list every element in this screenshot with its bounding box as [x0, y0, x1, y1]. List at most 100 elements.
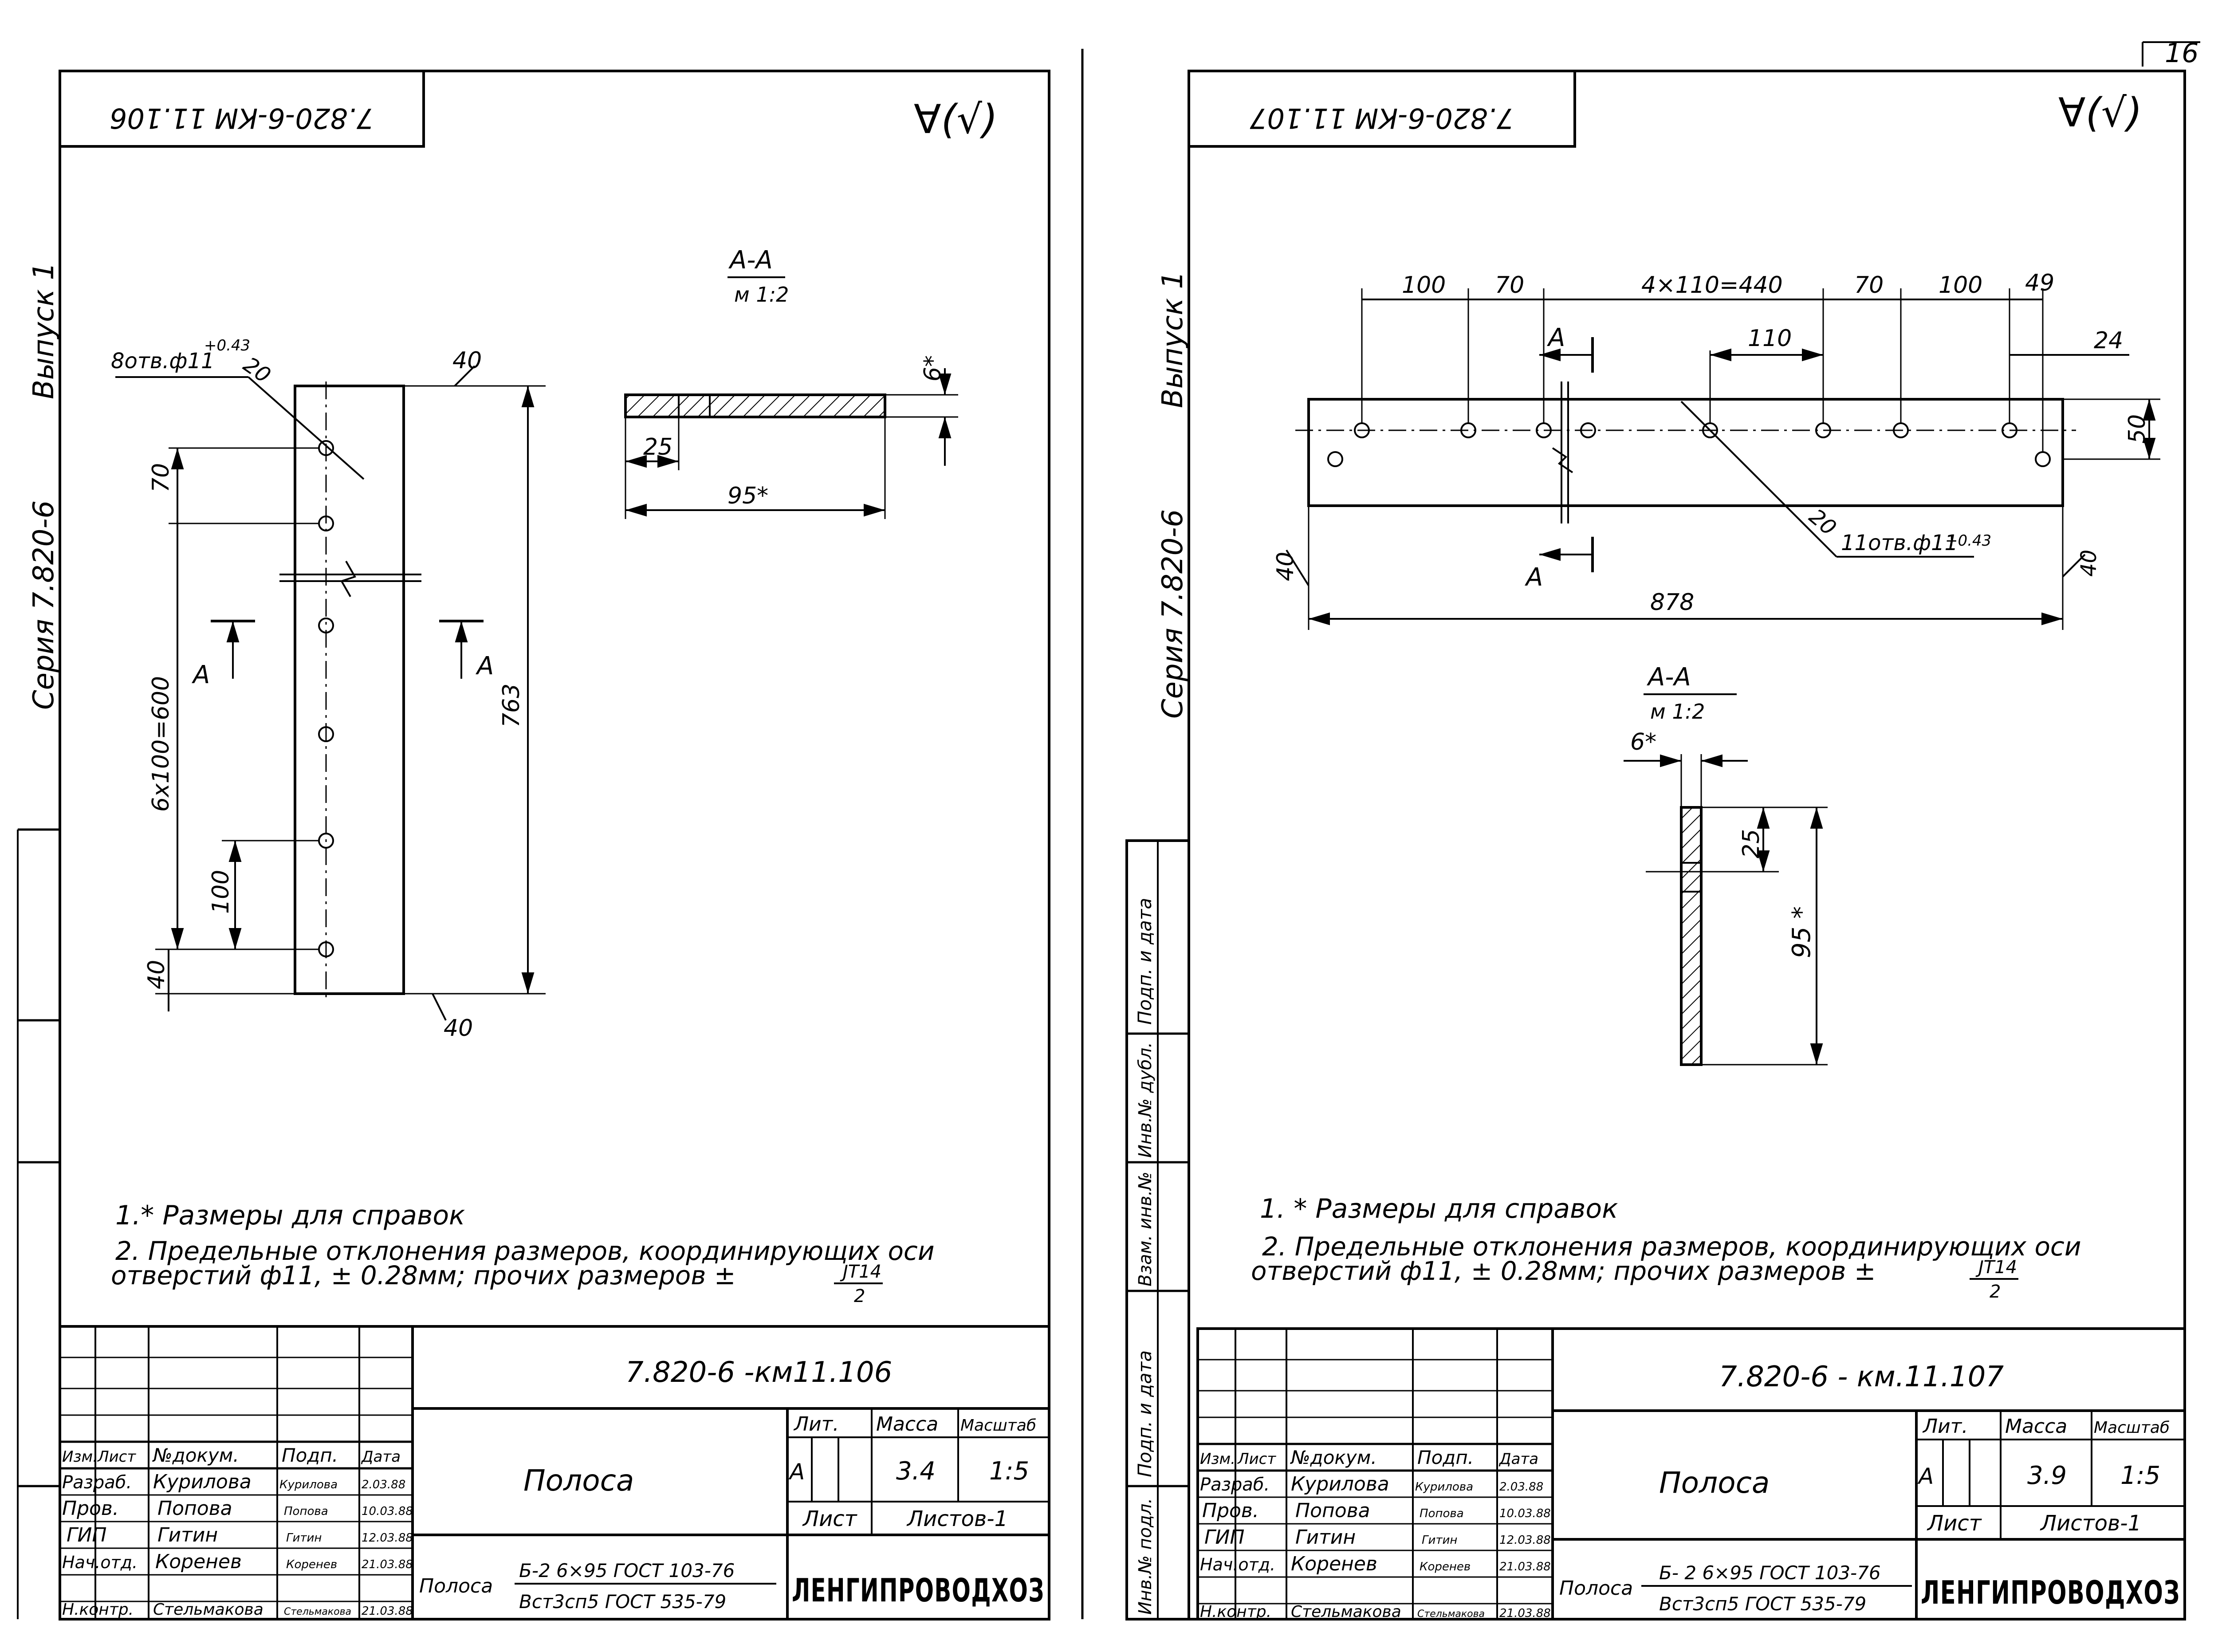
right-note-2: 2. Предельные отклонения размеров, коорд…	[1262, 1231, 2081, 1262]
right-roughness-mark: ∀(√)	[2058, 90, 2142, 136]
right-tb-date-2: 12.03.88	[1499, 1534, 1551, 1547]
left-cut-a-right: А	[476, 652, 494, 680]
right-note-1: 1. * Размеры для справок	[1260, 1193, 1618, 1224]
left-tb-sign-1: Попова	[284, 1505, 328, 1518]
left-tb-organization: ЛЕНГИПРОВОДХОЗ	[792, 1572, 1045, 1609]
left-tb-name-3: Коренев	[155, 1550, 242, 1573]
left-side-series: Серия 7.820-6	[28, 500, 60, 710]
right-holes-label: 11отв.ф11	[1841, 531, 1958, 555]
left-tb-date-0: 2.03.88	[362, 1478, 405, 1491]
left-note-jt: JT14	[840, 1262, 881, 1282]
left-note-2: 2. Предельные отклонения размеров, коорд…	[115, 1236, 935, 1266]
left-dim-40-top: 40	[452, 347, 482, 374]
page-number-box: 16	[2142, 38, 2200, 69]
right-section-title: А-А	[1647, 663, 1691, 692]
right-tb-scale: 1:5	[2120, 1461, 2160, 1490]
left-title-block: Изм. Лист №докум. Подп. Дата Разраб. Кур…	[59, 1325, 1050, 1621]
right-tb-material-label: Полоса	[1559, 1577, 1633, 1600]
left-sheet: 7.820-6-КМ 11.106 ∀(√) Выпуск 1 Серия 7.…	[17, 70, 1050, 1621]
right-tb-sheets-h: Листов-1	[2040, 1511, 2141, 1536]
right-tb-role-2: ГИП	[1204, 1526, 1245, 1549]
left-tb-name-4: Стельмакова	[153, 1601, 263, 1619]
right-dim-110: 110	[1748, 325, 1792, 352]
right-strip-outline	[1307, 398, 2064, 507]
right-cut-a-top: А	[1547, 323, 1565, 352]
left-cut-a-left: А	[192, 661, 210, 689]
right-tb-role-3: Нач.отд.	[1200, 1555, 1275, 1574]
right-section-dim-95: 95 *	[1787, 906, 1816, 958]
left-dim-70: 70	[148, 463, 174, 492]
right-tb-date-0: 2.03.88	[1499, 1480, 1543, 1494]
left-tb-sign-4: Стельмакова	[284, 1606, 351, 1617]
right-tb-lit: А	[1917, 1463, 1934, 1489]
right-dim-100a: 100	[1402, 272, 1446, 299]
left-tb-role-0: Разраб.	[62, 1472, 132, 1493]
right-tb-date-3: 21.03.88	[1499, 1560, 1551, 1573]
left-tb-code: 7.820-6 -км11.106	[625, 1356, 892, 1389]
left-note-den: 2	[854, 1286, 865, 1306]
left-dim-763: 763	[498, 684, 525, 728]
right-side-release: Выпуск 1	[1156, 271, 1189, 408]
right-tb-h-doc: №докум.	[1290, 1447, 1377, 1468]
left-tb-date-1: 10.03.88	[362, 1505, 413, 1518]
right-dim-4x110: 4×110=440	[1641, 272, 1783, 299]
left-tb-lit: А	[788, 1459, 805, 1485]
right-note-jt: JT14	[1975, 1257, 2017, 1278]
right-dim-70b: 70	[1854, 272, 1884, 299]
left-dim-6x100: 6x100=600	[148, 676, 174, 812]
left-section-title: А-А	[728, 246, 773, 275]
right-tb-material-top: Б- 2 6×95 ГОСТ 103-76	[1659, 1562, 1881, 1584]
right-note-3: отверстий ф11, ± 0.28мм; прочих размеров…	[1251, 1256, 1876, 1286]
right-tb-sign-3: Коренев	[1420, 1560, 1471, 1573]
right-holes-tol: +0.43	[1945, 532, 1991, 550]
right-tb-organization: ЛЕНГИПРОВОДХОЗ	[1921, 1574, 2180, 1611]
left-tb-sheet-h: Лист	[802, 1506, 858, 1531]
right-dim-24: 24	[2094, 327, 2123, 354]
left-tb-sign-0: Курилова	[279, 1478, 338, 1491]
right-margin-label-0: Подп. и дата	[1134, 898, 1156, 1025]
right-dim-49: 49	[2025, 270, 2054, 296]
right-dim-878: 878	[1650, 589, 1694, 616]
left-dim-40-bottom: 40	[143, 960, 170, 989]
right-section-scale: м 1:2	[1650, 700, 1705, 724]
left-tb-h-izm: Изм.	[62, 1448, 98, 1466]
left-tb-name-1: Попова	[157, 1497, 232, 1520]
right-tb-role-0: Разраб.	[1200, 1475, 1270, 1495]
left-tb-name: Полоса	[523, 1463, 634, 1498]
left-dim-40-corner: 40	[444, 1015, 473, 1042]
right-tb-name-4: Стельмакова	[1291, 1603, 1401, 1621]
left-tb-material-top: Б-2 6×95 ГОСТ 103-76	[519, 1560, 735, 1581]
left-note-1: 1.* Размеры для справок	[115, 1200, 465, 1231]
right-tb-sign-4: Стельмакова	[1417, 1609, 1485, 1620]
right-tb-date-4: 21.03.88	[1499, 1607, 1551, 1620]
right-margin-label-1: Инв.№ дубл.	[1135, 1042, 1156, 1158]
right-tb-material-bottom: Вст3сп5 ГОСТ 535-79	[1659, 1593, 1866, 1615]
right-holes	[1327, 422, 2051, 467]
left-section-scale: м 1:2	[734, 283, 789, 307]
left-tb-sign-3: Коренев	[286, 1558, 337, 1571]
page-number: 16	[2165, 38, 2198, 69]
right-tb-sign-2: Гитин	[1422, 1534, 1457, 1547]
right-margin-label-2: Взам. инв.№	[1135, 1172, 1156, 1286]
right-dim-70a: 70	[1495, 272, 1524, 299]
right-note-den: 2	[1990, 1282, 2001, 1302]
right-section-dim-6: 6*	[1630, 729, 1656, 755]
left-tb-role-3: Нач.отд.	[62, 1553, 138, 1572]
left-section-dim-95: 95*	[728, 483, 768, 509]
left-holes-label: 8отв.ф11	[111, 349, 215, 374]
right-tb-date-1: 10.03.88	[1499, 1507, 1551, 1520]
left-tb-date-4: 21.03.88	[362, 1605, 413, 1618]
right-margin-label-4: Инв.№ подл.	[1135, 1498, 1156, 1615]
left-tb-role-4: Н.контр.	[62, 1601, 134, 1619]
right-tb-role-4: Н.контр.	[1200, 1603, 1271, 1621]
left-tb-h-date: Дата	[361, 1448, 401, 1466]
left-tb-scale-h: Масштаб	[960, 1416, 1036, 1435]
right-tb-h-sign: Подп.	[1417, 1447, 1474, 1468]
left-tb-scale: 1:5	[989, 1457, 1029, 1486]
right-top-code: 7.820-6-КМ 11.107	[1250, 102, 1514, 134]
right-tb-sign-0: Курилова	[1415, 1480, 1473, 1494]
right-tb-h-date: Дата	[1498, 1450, 1538, 1468]
right-tb-mass: 3.9	[2027, 1461, 2067, 1490]
right-cut-a-bottom: А	[1525, 563, 1543, 592]
left-tb-h-sign: Подп.	[282, 1444, 338, 1466]
